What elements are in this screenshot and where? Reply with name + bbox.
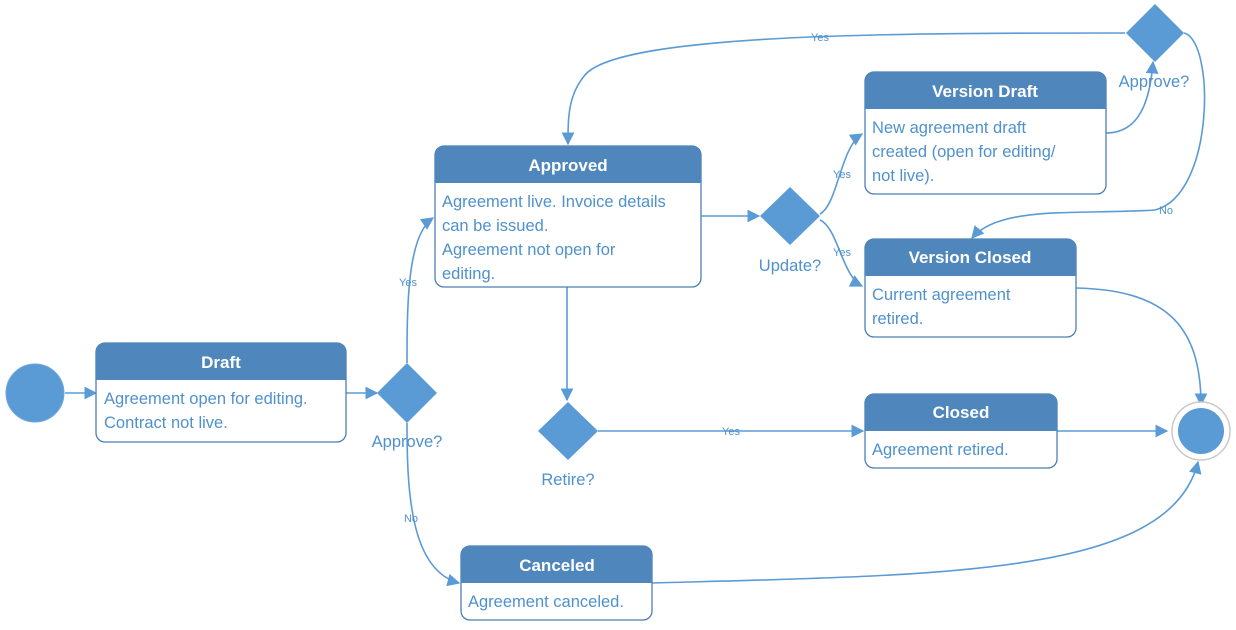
state-line: Current agreement (872, 286, 1011, 304)
state-title: Version Closed (909, 248, 1032, 267)
state-line: editing. (442, 265, 495, 283)
edge-version-draft-approve (1105, 60, 1159, 134)
decision-update[interactable]: Update? (759, 187, 821, 275)
edge-label-retire-yes: Yes (722, 426, 740, 438)
edge-update-version-draft (819, 133, 864, 215)
decision-approve-version[interactable]: Approve? (1119, 4, 1190, 91)
decision-approve-draft[interactable]: Approve? (372, 363, 443, 451)
edge-label-approve-version-yes: Yes (811, 32, 829, 44)
state-line: created (open for editing/ (872, 143, 1056, 161)
state-line: New agreement draft (872, 119, 1026, 137)
decision-label: Retire? (541, 471, 594, 489)
state-title: Canceled (519, 556, 595, 575)
edges (65, 32, 1208, 587)
state-line: can be issued. (442, 217, 548, 235)
state-version-closed[interactable]: Version Closed Current agreement retired… (864, 238, 1077, 338)
state-version-draft[interactable]: Version Draft New agreement draft create… (864, 71, 1107, 195)
state-closed[interactable]: Closed Agreement retired. (864, 393, 1058, 469)
decision-label: Approve? (1119, 73, 1190, 91)
edge-version-closed-end (1075, 287, 1208, 407)
decision-label: Update? (759, 257, 821, 275)
state-approved[interactable]: Approved Agreement live. Invoice details… (434, 145, 702, 288)
state-line: not live). (872, 167, 934, 185)
state-line: Agreement live. Invoice details (442, 193, 666, 211)
state-canceled[interactable]: Canceled Agreement canceled. (460, 545, 653, 621)
state-line: Agreement open for editing. (104, 390, 308, 408)
state-title: Version Draft (932, 82, 1038, 101)
edge-approve-version-yes (561, 32, 1126, 146)
state-title: Draft (201, 353, 241, 372)
state-draft[interactable]: Draft Agreement open for editing. Contra… (95, 342, 347, 443)
edge-label-approve-version-no: No (1159, 205, 1173, 217)
edge-labels: Yes No Yes Yes Yes No Yes (399, 32, 1173, 525)
decision-label: Approve? (372, 433, 443, 451)
state-title: Closed (933, 403, 990, 422)
state-line: Agreement retired. (872, 441, 1009, 459)
edge-label-update-yes-top: Yes (833, 169, 851, 181)
edge-approve-version-no (971, 32, 1206, 239)
state-line: Agreement not open for (442, 241, 616, 259)
state-line: Contract not live. (104, 414, 228, 432)
decision-retire[interactable]: Retire? (538, 402, 598, 489)
edge-label-approve-no: No (404, 513, 418, 525)
state-line: retired. (872, 310, 923, 328)
edge-approve-yes (406, 217, 435, 364)
end-node[interactable] (1171, 401, 1231, 461)
edge-label-update-yes-bottom: Yes (833, 247, 851, 259)
edge-canceled-end (651, 460, 1202, 584)
start-node[interactable] (5, 363, 65, 423)
state-title: Approved (528, 156, 607, 175)
edge-label-approve-yes: Yes (399, 277, 417, 289)
edge-approve-no (406, 422, 461, 587)
edge-update-version-closed (819, 219, 864, 287)
state-line: Agreement canceled. (468, 593, 624, 611)
